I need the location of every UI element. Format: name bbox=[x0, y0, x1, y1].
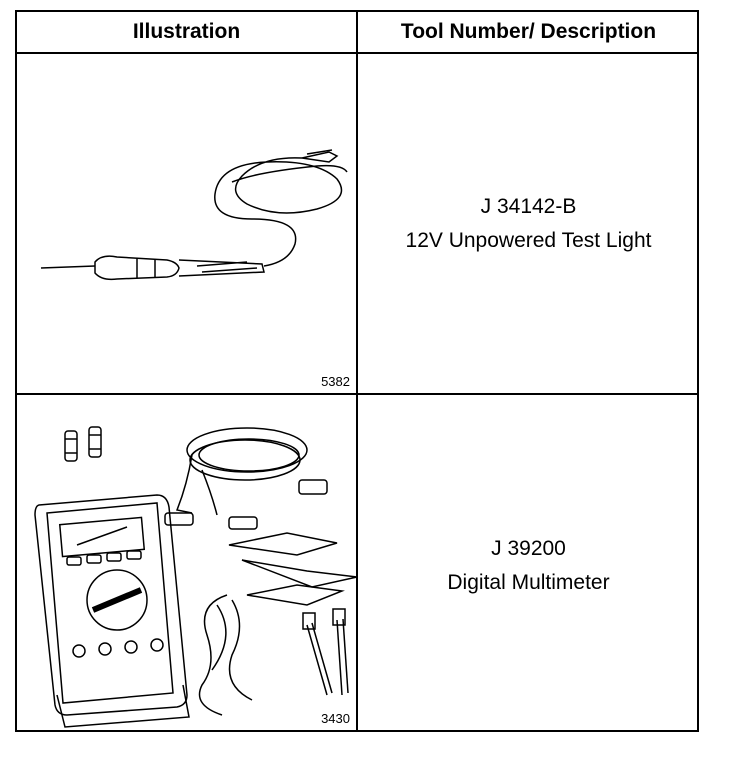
tool-number: J 39200 bbox=[491, 537, 566, 560]
tool-description: Digital Multimeter bbox=[447, 571, 610, 594]
tool-number: J 34142-B bbox=[480, 195, 577, 218]
multimeter-icon bbox=[34, 426, 358, 728]
row2-description: J 39200 Digital Multimeter bbox=[358, 532, 699, 600]
figure-number: 5382 bbox=[321, 374, 350, 389]
header-divider bbox=[17, 52, 697, 54]
row2-illustration-cell: 3430 bbox=[17, 395, 358, 732]
header-illustration: Illustration bbox=[132, 20, 241, 43]
tool-table: Illustration Tool Number/ Description bbox=[15, 10, 699, 732]
figure-number: 3430 bbox=[321, 711, 350, 726]
header-tool-description: Tool Number/ Description bbox=[400, 20, 657, 43]
row1-illustration-cell: 5382 bbox=[17, 54, 356, 393]
row1-description: J 34142-B 12V Unpowered Test Light bbox=[358, 190, 699, 258]
test-light-icon bbox=[40, 149, 348, 281]
column-divider bbox=[356, 12, 358, 730]
row-divider bbox=[17, 393, 697, 395]
tool-description: 12V Unpowered Test Light bbox=[405, 229, 652, 252]
